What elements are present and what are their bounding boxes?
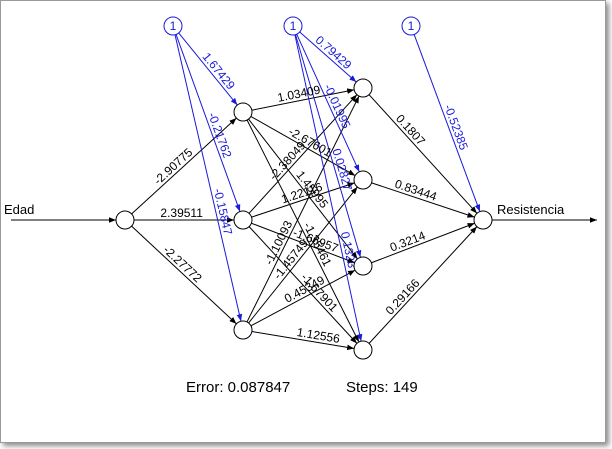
hidden-node-layer1	[233, 102, 253, 122]
input-node	[115, 210, 135, 230]
bias-edge	[296, 33, 360, 173]
hidden-node-layer2	[353, 256, 373, 276]
weight-edge	[250, 269, 356, 327]
weight-edge	[248, 186, 358, 324]
input-label: Edad	[4, 202, 34, 217]
weight-edge	[251, 182, 355, 218]
output-node	[473, 210, 493, 230]
hidden-node-layer1	[233, 320, 253, 340]
weight-edge	[368, 226, 478, 344]
bias-edge	[178, 32, 238, 106]
weight-edge	[251, 330, 355, 351]
weight-edge	[131, 117, 237, 215]
weight-edge	[251, 222, 355, 264]
weight-edge	[248, 226, 358, 344]
weight-edge	[131, 225, 237, 325]
weight-edge	[246, 95, 360, 323]
weight-edge	[246, 119, 360, 343]
bias-node	[163, 16, 183, 36]
bias-edge	[175, 34, 241, 212]
weight-label: 0.3214	[388, 228, 428, 254]
bias-weight-label: -0.52385	[441, 103, 471, 153]
bias-node	[283, 16, 303, 36]
bias-weight-label: -0.21762	[205, 110, 234, 160]
weight-edge	[371, 222, 475, 264]
bias-weight-label: 1.67429	[200, 50, 238, 93]
weight-label: -2.90775	[151, 145, 196, 188]
weight-edge	[371, 182, 475, 218]
bias-edge	[413, 34, 481, 212]
bias-node	[401, 16, 421, 36]
bias-edge	[295, 34, 362, 258]
hidden-node-layer2	[353, 170, 373, 190]
weight-label: 0.83444	[393, 177, 439, 204]
bias-node-label: 1	[408, 19, 415, 33]
steps-text: Steps: 149	[346, 379, 418, 396]
weight-label: -2.27772	[160, 243, 204, 286]
output-label: Resistencia	[497, 202, 565, 217]
weight-label: 0.29166	[383, 276, 423, 318]
weight-edge	[248, 118, 358, 260]
weight-edge	[248, 94, 358, 214]
weight-edge	[250, 116, 356, 176]
bias-weight-label: -0.15847	[211, 187, 235, 237]
hidden-node-layer1	[233, 210, 253, 230]
bias-weight-label: 0.79429	[313, 33, 355, 72]
hidden-node-layer2	[353, 340, 373, 360]
error-text: Error: 0.087847	[186, 379, 290, 396]
bias-edge	[294, 34, 363, 342]
bias-edge	[299, 31, 357, 83]
bias-node-label: 1	[170, 19, 177, 33]
weight-label: 0.1807	[393, 112, 428, 149]
weight-edge	[368, 94, 478, 214]
weight-edge	[251, 88, 355, 111]
bias-edge	[174, 34, 243, 322]
hidden-node-layer2	[353, 78, 373, 98]
bias-node-label: 1	[290, 19, 297, 33]
weight-label: 2.39511	[160, 206, 203, 220]
